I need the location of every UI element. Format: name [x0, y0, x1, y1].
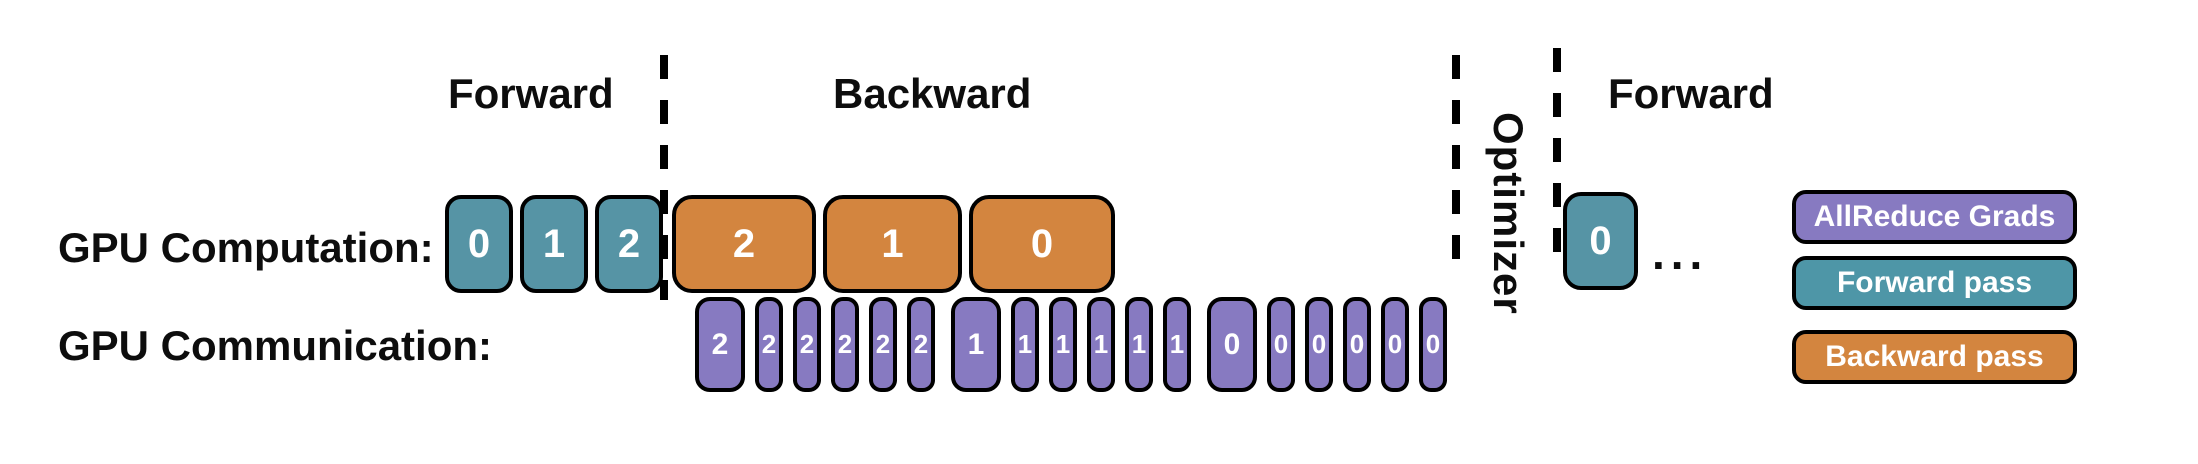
- backward-block-0: 0: [969, 195, 1115, 293]
- legend-forward-pass: Forward pass: [1792, 256, 2077, 310]
- allreduce-block: 0: [1267, 297, 1295, 392]
- legend-backward-pass: Backward pass: [1792, 330, 2077, 384]
- continuation-ellipsis: ...: [1652, 227, 1709, 279]
- allreduce-block: 0: [1305, 297, 1333, 392]
- allreduce-group-0: 0 0 0 0 0 0: [1207, 297, 1447, 392]
- allreduce-block: 2: [755, 297, 783, 392]
- row-label-gpu-communication: GPU Communication:: [58, 322, 493, 369]
- forward-pass-blocks: 0 1 2: [445, 195, 663, 293]
- allreduce-block: 2: [793, 297, 821, 392]
- allreduce-block: 2: [869, 297, 897, 392]
- allreduce-block: 1: [1011, 297, 1039, 392]
- phase-label-forward-1: Forward: [448, 70, 614, 117]
- allreduce-block: 2: [695, 297, 745, 392]
- allreduce-block: 1: [1163, 297, 1191, 392]
- forward-block-1: 1: [520, 195, 588, 293]
- backward-block-2: 2: [672, 195, 816, 293]
- forward-block-2: 2: [595, 195, 663, 293]
- allreduce-block: 1: [1087, 297, 1115, 392]
- allreduce-block: 0: [1207, 297, 1257, 392]
- allreduce-block: 1: [951, 297, 1001, 392]
- allreduce-block: 0: [1419, 297, 1447, 392]
- next-iteration-forward-block: 0: [1563, 192, 1638, 290]
- forward-block-0: 0: [445, 195, 513, 293]
- allreduce-block: 2: [831, 297, 859, 392]
- allreduce-block: 2: [907, 297, 935, 392]
- phase-label-optimizer: Optimizer: [1485, 112, 1532, 315]
- phase-divider-backward-optimizer: [1452, 55, 1460, 275]
- allreduce-group-2: 2 2 2 2 2 2: [695, 297, 935, 392]
- allreduce-block: 0: [1381, 297, 1409, 392]
- legend-allreduce-grads: AllReduce Grads: [1792, 190, 2077, 244]
- phase-label-backward: Backward: [833, 70, 1032, 117]
- phase-label-forward-2: Forward: [1608, 70, 1774, 117]
- allreduce-block: 0: [1343, 297, 1371, 392]
- allreduce-group-1: 1 1 1 1 1 1: [951, 297, 1191, 392]
- backward-pass-blocks: 2 1 0: [672, 195, 1115, 293]
- row-label-gpu-computation: GPU Computation:: [58, 224, 434, 271]
- phase-divider-optimizer-forward: [1553, 48, 1561, 273]
- allreduce-block: 1: [1049, 297, 1077, 392]
- backward-block-1: 1: [823, 195, 962, 293]
- allreduce-block: 1: [1125, 297, 1153, 392]
- phase-divider-forward-backward: [660, 55, 668, 300]
